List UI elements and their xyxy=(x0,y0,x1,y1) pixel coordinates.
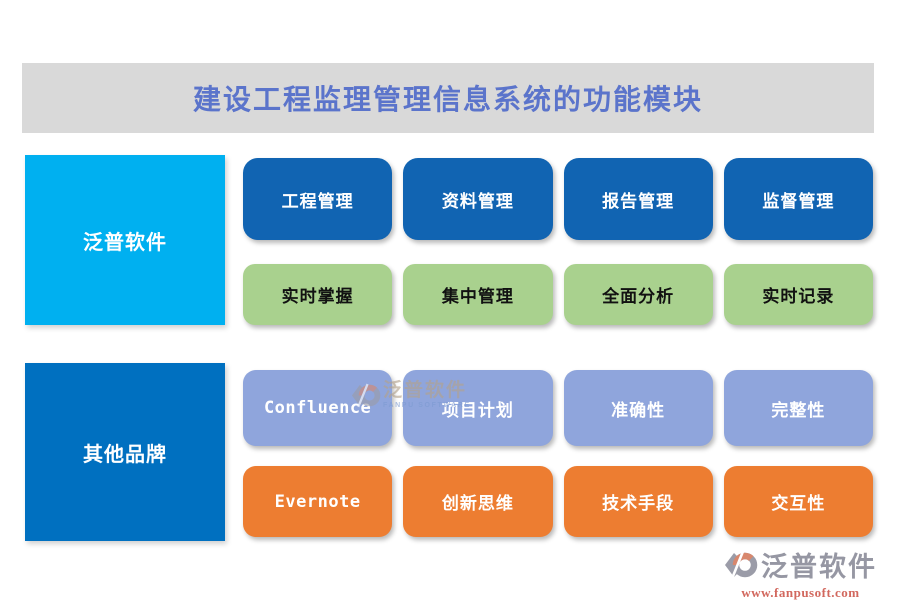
fanpu-logo-icon xyxy=(725,551,758,578)
footer-brand-row: 泛普软件 xyxy=(724,545,877,584)
feature-cell: 监督管理 xyxy=(723,158,873,240)
row-fanpu-benefits: 实时掌握 集中管理 全面分析 实时记录 xyxy=(243,264,873,325)
feature-cell: 工程管理 xyxy=(243,158,393,240)
category-box-other-brands: 其他品牌 xyxy=(25,363,225,541)
feature-cell: 资料管理 xyxy=(403,158,553,240)
feature-cell: 创新思维 xyxy=(403,466,553,537)
feature-cell: 实时掌握 xyxy=(243,264,393,325)
row-other-brand-tools: Confluence 项目计划 准确性 完整性 xyxy=(243,370,873,446)
title-banner: 建设工程监理管理信息系统的功能模块 xyxy=(22,63,874,133)
feature-cell: 报告管理 xyxy=(563,158,713,240)
page-title: 建设工程监理管理信息系统的功能模块 xyxy=(192,85,703,116)
feature-cell: 项目计划 xyxy=(403,370,553,446)
feature-cell: 实时记录 xyxy=(723,264,873,325)
footer-logo: 泛普软件 www.fanpusoft.com xyxy=(724,545,877,600)
feature-cell: Evernote xyxy=(243,466,393,537)
feature-cell: 交互性 xyxy=(723,466,873,537)
footer-url-link[interactable]: www.fanpusoft.com xyxy=(741,585,860,600)
row-fanpu-modules: 工程管理 资料管理 报告管理 监督管理 xyxy=(243,158,873,240)
feature-cell: 集中管理 xyxy=(403,264,553,325)
row-other-brand-traits: Evernote 创新思维 技术手段 交互性 xyxy=(243,466,873,537)
category-label-fanpu: 泛普软件 xyxy=(83,231,167,254)
feature-cell: 全面分析 xyxy=(563,264,713,325)
feature-cell: 完整性 xyxy=(723,370,873,446)
feature-cell: 准确性 xyxy=(563,370,713,446)
category-label-other-brands: 其他品牌 xyxy=(83,443,167,466)
feature-cell: 技术手段 xyxy=(563,466,713,537)
feature-cell: Confluence xyxy=(243,370,393,446)
category-box-fanpu: 泛普软件 xyxy=(25,155,225,325)
footer-brand-text: 泛普软件 xyxy=(761,552,877,582)
